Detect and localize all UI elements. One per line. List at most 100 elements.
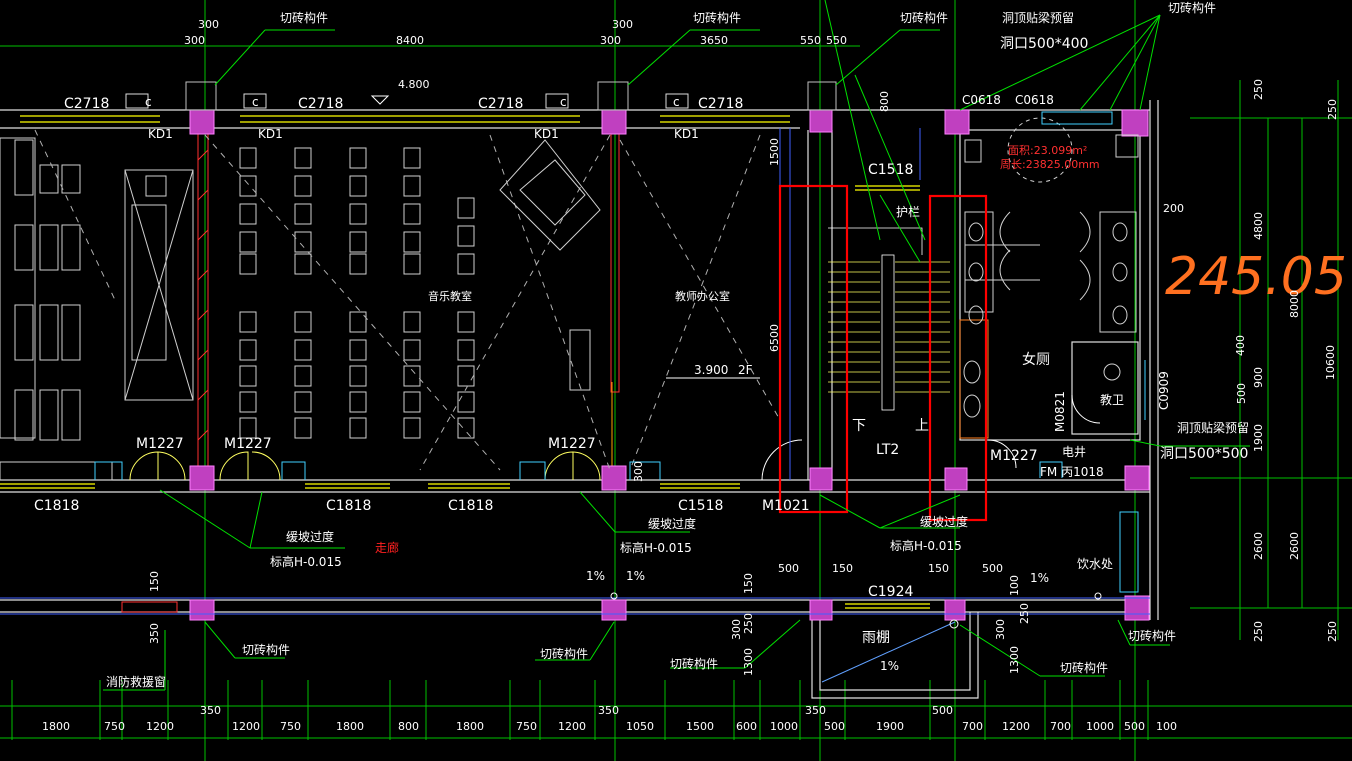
bdim-1: 750 [104, 720, 125, 733]
office-furniture [499, 139, 601, 391]
window-c1818-2: C1818 [326, 498, 371, 514]
room-corridor: 走廊 [375, 540, 399, 555]
sdim-500-a: 500 [932, 704, 953, 717]
bdim-5: 1800 [336, 720, 364, 733]
sdim-250-b: 250 [1018, 603, 1031, 624]
mdim-6500: 6500 [768, 324, 781, 352]
ramp-note-1: 缓坡过度 [286, 529, 334, 544]
top-column-boxes [185, 81, 837, 111]
bdim-14: 500 [824, 720, 845, 733]
window-c1924: C1924 [868, 584, 913, 600]
top-dim-300-d: 300 [612, 18, 633, 31]
note-cut-brick-3: 切砖构件 [900, 10, 948, 25]
stair-walls [0, 128, 1150, 615]
door-m1227-2: M1227 [224, 436, 272, 452]
window-c1818-1: C1818 [34, 498, 79, 514]
mdim-1500: 1500 [768, 138, 781, 166]
slope-1: 1% [586, 569, 605, 583]
dashed-guides [34, 129, 781, 471]
bdim-11: 1500 [686, 720, 714, 733]
fire-rescue-window: 消防救援窗 [106, 674, 166, 689]
rdim-2600-b: 2600 [1288, 532, 1301, 560]
canopy-slope-line [821, 621, 956, 683]
rdim-250-d: 250 [1326, 621, 1339, 642]
rdim-250-c: 250 [1252, 621, 1265, 642]
window-c2718-1: C2718 [64, 96, 109, 112]
room-women-wc: 女厕 [1022, 351, 1050, 368]
mdim-500: 500 [1235, 383, 1248, 404]
bdim-12: 600 [736, 720, 757, 733]
sdim-100: 100 [1008, 575, 1021, 596]
rdim-400: 400 [1234, 335, 1247, 356]
bottom-cut-5: 切砖构件 [1128, 628, 1176, 643]
bdim-15: 1900 [876, 720, 904, 733]
sdim-350-c: 350 [805, 704, 826, 717]
sdim-1300-a: 1300 [742, 648, 755, 676]
top-dim-550-b: 550 [826, 34, 847, 47]
mdim-300: 300 [632, 461, 645, 482]
chairs [239, 147, 475, 439]
level-note-2: 标高H-0.015 [620, 540, 692, 555]
sdim-350-a: 350 [200, 704, 221, 717]
rdim-10600: 10600 [1324, 345, 1337, 380]
perimeter-value: 周长:23825.00mm [1000, 158, 1100, 171]
window-c1818-3: C1818 [448, 498, 493, 514]
slope-4: 1% [880, 659, 899, 673]
rdim-200: 200 [1163, 202, 1184, 215]
bdim-8: 750 [516, 720, 537, 733]
door-m1021: M1021 [762, 498, 810, 514]
bdim-21: 100 [1156, 720, 1177, 733]
bdim-3: 1200 [232, 720, 260, 733]
window-c2718-3: C2718 [478, 96, 523, 112]
columns [189, 109, 1150, 621]
handwritten-number: 245.05 [1165, 247, 1347, 307]
room-canopy: 雨棚 [862, 630, 890, 646]
rdim-250-b: 250 [1326, 99, 1339, 120]
stair-label: LT2 [876, 442, 899, 458]
c-label-4: c [673, 95, 680, 109]
rdim-4800: 4800 [1252, 212, 1265, 240]
kd-label-4: KD1 [674, 127, 699, 141]
slope-2: 1% [626, 569, 645, 583]
room-elec: 电井 [1062, 445, 1086, 459]
bdim-10: 1050 [626, 720, 654, 733]
sdim-250-a: 250 [742, 613, 755, 634]
door-swings [129, 394, 1101, 481]
bottom-cut-4: 切砖构件 [1060, 660, 1108, 675]
rdim-900: 900 [1252, 367, 1265, 388]
window-c1518-bottom: C1518 [678, 498, 723, 514]
window-strips [0, 115, 930, 609]
bdim-20: 500 [1124, 720, 1145, 733]
bdim-9: 1200 [558, 720, 586, 733]
bottom-cut-1: 切砖构件 [242, 642, 290, 657]
top-dim-3650: 3650 [700, 34, 728, 47]
room-drinking: 饮水处 [1077, 557, 1113, 571]
note-hole-2: 洞口500*500 [1160, 446, 1248, 462]
elevation-2f: 3.900 [694, 363, 728, 377]
c-label-1: c [145, 95, 152, 109]
bdim-19: 1000 [1086, 720, 1114, 733]
sdim-350-b: 350 [598, 704, 619, 717]
kd-label-1: KD1 [148, 127, 173, 141]
window-c0909: C0909 [1157, 371, 1171, 410]
bdim-0: 1800 [42, 720, 70, 733]
window-c1518-top: C1518 [868, 162, 913, 178]
sdim-350-d: 350 [148, 623, 161, 644]
highlight-boxes [778, 184, 988, 522]
sdim-1300-b: 1300 [1008, 646, 1021, 674]
bottom-cut-3: 切砖构件 [670, 656, 718, 671]
music-room-furniture [0, 137, 194, 481]
stair-down: 下 [852, 418, 866, 434]
kd-label-3: KD1 [534, 127, 559, 141]
stair-up: 上 [915, 418, 929, 434]
bdim-4: 750 [280, 720, 301, 733]
sdim-150-d: 150 [742, 573, 755, 594]
area-value: 面积:23.099m² [1008, 144, 1087, 157]
room-disabled-wc: 教卫 [1100, 392, 1124, 407]
slope-3: 1% [1030, 571, 1049, 585]
bdim-7: 1800 [456, 720, 484, 733]
window-c0618-2: C0618 [1015, 93, 1054, 107]
sdim-500-b: 500 [778, 562, 799, 575]
